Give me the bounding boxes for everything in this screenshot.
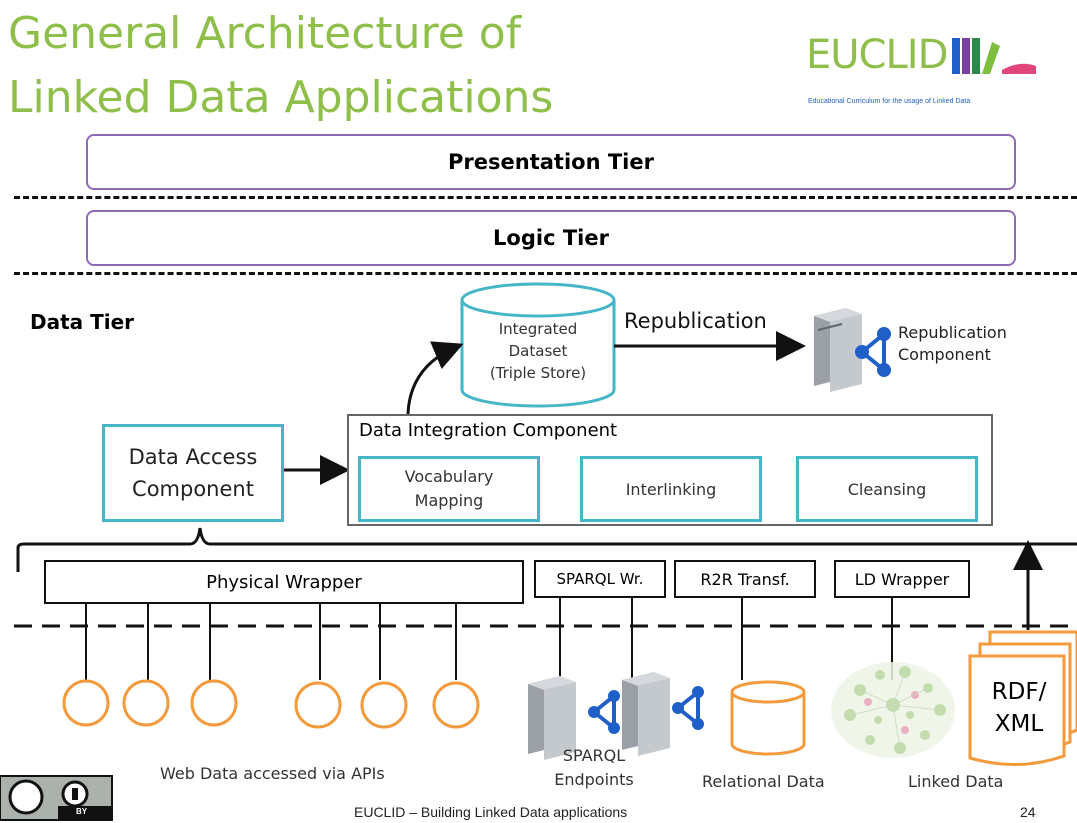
wrapper-bracket (16, 527, 1077, 572)
presentation-tier-box: Presentation Tier (86, 134, 1016, 190)
r2r-transform-box: R2R Transf. (674, 560, 816, 598)
ld-wrapper-label: LD Wrapper (854, 569, 950, 589)
dataset-line-3: (Triple Store) (489, 364, 587, 382)
api-connector-lines (85, 596, 893, 680)
rdf-graph-icon-sparql-2 (672, 686, 704, 730)
rdf-graph-icon-sparql-1 (588, 690, 620, 734)
vocabulary-mapping-box: Vocabulary Mapping (358, 456, 540, 522)
server-icon-sparql-1 (528, 676, 576, 760)
sparql-wrapper-box: SPARQL Wr. (534, 560, 666, 598)
page-title-line-2: Linked Data Applications (8, 72, 554, 123)
integration-title: Data Integration Component (359, 420, 618, 441)
tier-divider-1 (14, 196, 1077, 199)
ld-wrapper-box: LD Wrapper (834, 560, 970, 598)
r2r-transform-label: R2R Transf. (700, 569, 790, 589)
rdf-xml-label: RDF/ XML (984, 676, 1054, 740)
physical-wrapper-box: Physical Wrapper (44, 560, 524, 604)
linked-data-label: Linked Data (908, 772, 1004, 791)
republication-component-line-2: Component (898, 345, 991, 364)
cleansing-label: Cleansing (847, 479, 927, 499)
books-icon (952, 38, 1036, 74)
license-by-label: BY (76, 807, 88, 816)
presentation-tier-label: Presentation Tier (448, 150, 654, 174)
dataset-line-1: Integrated (498, 320, 578, 338)
integration-to-dataset-arrow (406, 341, 464, 415)
logo-tagline: Educational Curriculum for the usage of … (808, 98, 971, 105)
data-access-line-2: Component (132, 477, 254, 501)
sparql-line-1: SPARQL (562, 746, 626, 765)
rdf-line-1: RDF/ (991, 679, 1047, 705)
document-stack-icon (968, 630, 1077, 766)
page-number: 24 (1020, 804, 1036, 820)
sparql-wrapper-label: SPARQL Wr. (556, 570, 644, 588)
interlinking-box: Interlinking (580, 456, 762, 522)
relational-data-label: Relational Data (702, 772, 825, 791)
logo-text: EUCLID (806, 32, 948, 78)
vocab-line-2: Mapping (414, 491, 484, 510)
vocab-line-1: Vocabulary (404, 467, 494, 486)
creative-commons-icon (0, 775, 113, 821)
data-access-component: Data Access Component (102, 424, 284, 522)
sparql-line-2: Endpoints (554, 770, 634, 789)
integrated-dataset-label: Integrated Dataset (Triple Store) (462, 318, 614, 384)
dataset-line-2: Dataset (508, 342, 568, 360)
rdf-line-2: XML (994, 711, 1044, 737)
republication-component-label: Republication Component (898, 322, 1007, 366)
republication-component-line-1: Republication (898, 323, 1007, 342)
footer-text: EUCLID – Building Linked Data applicatio… (354, 804, 628, 820)
cleansing-box: Cleansing (796, 456, 978, 522)
logic-tier-label: Logic Tier (493, 226, 609, 250)
triple-store-cylinder (460, 282, 616, 408)
page-title-line-1: General Architecture of (8, 8, 522, 59)
data-tier-label: Data Tier (30, 310, 135, 334)
linked-data-cloud-icon (831, 662, 955, 758)
physical-wrapper-label: Physical Wrapper (206, 571, 362, 593)
server-icon-republication (814, 308, 862, 392)
data-access-line-1: Data Access (128, 445, 258, 469)
rdf-graph-icon-republication (855, 327, 891, 377)
republication-arrow-label: Republication (624, 309, 767, 333)
server-icon-sparql-2 (622, 672, 670, 756)
euclid-logo: EUCLID Educational Curriculum for the us… (800, 30, 1050, 110)
logic-tier-box: Logic Tier (86, 210, 1016, 266)
web-apis-label: Web Data accessed via APIs (160, 764, 385, 783)
sparql-endpoints-label: SPARQL Endpoints (552, 744, 636, 792)
relational-db-icon (730, 680, 806, 756)
api-circles (62, 679, 480, 729)
interlinking-label: Interlinking (625, 479, 717, 499)
tier-divider-2 (14, 272, 1077, 275)
